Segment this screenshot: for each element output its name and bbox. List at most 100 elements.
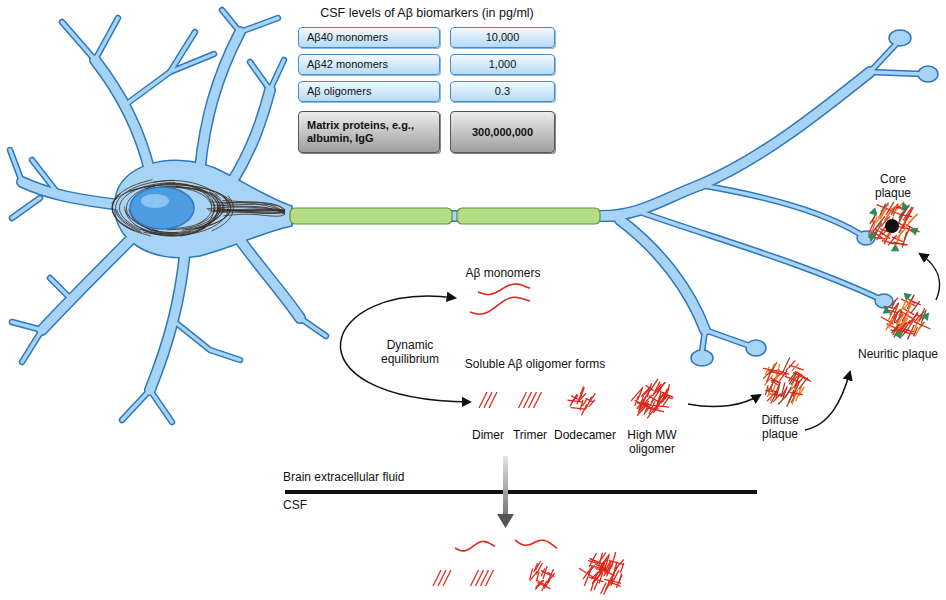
trimer-glyph bbox=[471, 570, 494, 586]
microglia-symbol bbox=[869, 207, 877, 215]
diffusion-arrow-shaft bbox=[503, 456, 508, 516]
aggregate-stroke bbox=[583, 399, 587, 405]
cell-text: 10,000 bbox=[486, 31, 520, 44]
aggregate-stroke bbox=[783, 358, 790, 373]
aggregate-stroke bbox=[579, 569, 593, 578]
aggregate-stroke bbox=[489, 392, 497, 408]
aggregate-stroke bbox=[621, 563, 624, 572]
aggregate-stroke bbox=[792, 364, 798, 371]
aggregate-stroke bbox=[877, 232, 882, 239]
microglia-symbol bbox=[921, 313, 929, 322]
aggregate-stroke bbox=[773, 372, 787, 375]
aggregate-stroke bbox=[631, 388, 642, 400]
aggregate-stroke bbox=[782, 388, 787, 396]
label-monomers: Aβ monomers bbox=[453, 266, 553, 280]
aggregate-stroke bbox=[594, 582, 597, 590]
aggregate-stroke bbox=[536, 563, 542, 574]
aggregate-stroke bbox=[907, 302, 910, 314]
aggregate-stroke bbox=[658, 396, 661, 407]
aggregation-arrow bbox=[920, 254, 939, 300]
aggregate-stroke bbox=[799, 378, 807, 389]
high-mw-oligomer-glyph bbox=[579, 553, 623, 594]
concentration-cell: 0.3 bbox=[450, 81, 555, 102]
aggregate-stroke bbox=[775, 364, 779, 378]
microglia-symbol bbox=[894, 330, 902, 339]
concentration-cell: 10,000 bbox=[450, 27, 555, 48]
aggregate-stroke bbox=[637, 404, 648, 416]
equilibrium-label: Dynamic equilibrium bbox=[372, 338, 448, 366]
aggregate-stroke bbox=[899, 214, 902, 222]
aggregate-stroke bbox=[768, 389, 772, 397]
aggregate-stroke bbox=[888, 235, 896, 245]
aggregate-stroke bbox=[791, 376, 797, 384]
aggregate-stroke bbox=[642, 386, 651, 396]
high-mw-oligomer-glyph bbox=[631, 379, 673, 418]
aggregate-stroke bbox=[543, 567, 547, 579]
aggregate-stroke bbox=[638, 387, 643, 399]
compartment-label: CSF bbox=[283, 498, 383, 512]
aggregate-stroke bbox=[606, 579, 613, 590]
aggregate-stroke bbox=[584, 572, 590, 586]
oligomer-name: Dimer bbox=[463, 428, 513, 442]
microglia-symbol bbox=[910, 228, 919, 236]
microglia-symbol bbox=[901, 202, 909, 210]
aggregate-stroke bbox=[911, 302, 919, 313]
aggregate-stroke bbox=[663, 389, 667, 401]
biomarker-name-cell: Aβ oligomers bbox=[298, 81, 440, 102]
aggregate-stroke bbox=[797, 373, 810, 382]
aggregate-stroke bbox=[894, 303, 899, 315]
dodecamer-glyph bbox=[530, 561, 555, 590]
microglia-symbol bbox=[904, 293, 912, 301]
cell-text: Aβ42 monomers bbox=[307, 58, 388, 71]
aggregate-stroke bbox=[915, 322, 930, 329]
aggregation-arrow bbox=[805, 372, 850, 430]
plaque-label: Neuritic plaque bbox=[851, 347, 946, 361]
oligomer-name: High MW oligomer bbox=[621, 428, 683, 456]
aggregate-stroke bbox=[882, 205, 888, 213]
trimer-glyph bbox=[519, 392, 542, 408]
abeta-monomer bbox=[515, 540, 557, 548]
aggregate-stroke bbox=[889, 318, 892, 327]
concentration-cell: 1,000 bbox=[450, 54, 555, 75]
aggregate-stroke bbox=[635, 396, 638, 405]
fibril-stroke bbox=[211, 211, 285, 213]
aggregate-stroke bbox=[886, 202, 894, 214]
aggregate-stroke bbox=[911, 301, 920, 305]
oligomer-name: Dodecamer bbox=[550, 428, 620, 442]
aggregate-stroke bbox=[617, 575, 622, 587]
aggregate-stroke bbox=[904, 321, 910, 331]
dodecamer-glyph bbox=[568, 387, 595, 415]
aggregate-stroke bbox=[571, 396, 578, 400]
aggregate-stroke bbox=[542, 581, 547, 590]
aggregate-stroke bbox=[795, 379, 802, 386]
aggregate-stroke bbox=[443, 570, 451, 586]
aggregate-stroke bbox=[571, 408, 585, 409]
amyloid-aggregates bbox=[433, 202, 930, 594]
nucleus-highlight bbox=[141, 194, 169, 208]
barrier-line bbox=[285, 490, 757, 494]
aggregate-stroke bbox=[907, 214, 918, 225]
aggregate-stroke bbox=[612, 553, 616, 567]
aggregate-stroke bbox=[907, 211, 911, 219]
fibril-stroke bbox=[224, 214, 285, 216]
aggregate-stroke bbox=[586, 399, 593, 402]
aggregate-stroke bbox=[902, 232, 906, 247]
dendrite-outline bbox=[10, 10, 922, 422]
dendrite-fill bbox=[10, 10, 922, 422]
nucleus bbox=[130, 187, 194, 229]
dimer-glyph bbox=[479, 392, 497, 408]
biomarker-name-cell: Aβ40 monomers bbox=[298, 27, 440, 48]
aggregate-stroke bbox=[580, 394, 586, 401]
plaque-label: Diffuse plaque bbox=[751, 413, 809, 441]
table-title: CSF levels of Aβ biomarkers (in pg/ml) bbox=[297, 6, 557, 20]
dimer-glyph bbox=[433, 570, 451, 586]
oligomer-label: Soluble Aβ oligomer forms bbox=[445, 357, 625, 371]
aggregate-stroke bbox=[614, 562, 617, 574]
aggregate-stroke bbox=[591, 575, 596, 591]
aggregate-stroke bbox=[767, 371, 771, 381]
cell-text: Aβ40 monomers bbox=[307, 31, 388, 44]
aggregate-stroke bbox=[530, 569, 533, 579]
dense-core bbox=[885, 219, 899, 233]
aggregate-stroke bbox=[890, 304, 898, 315]
